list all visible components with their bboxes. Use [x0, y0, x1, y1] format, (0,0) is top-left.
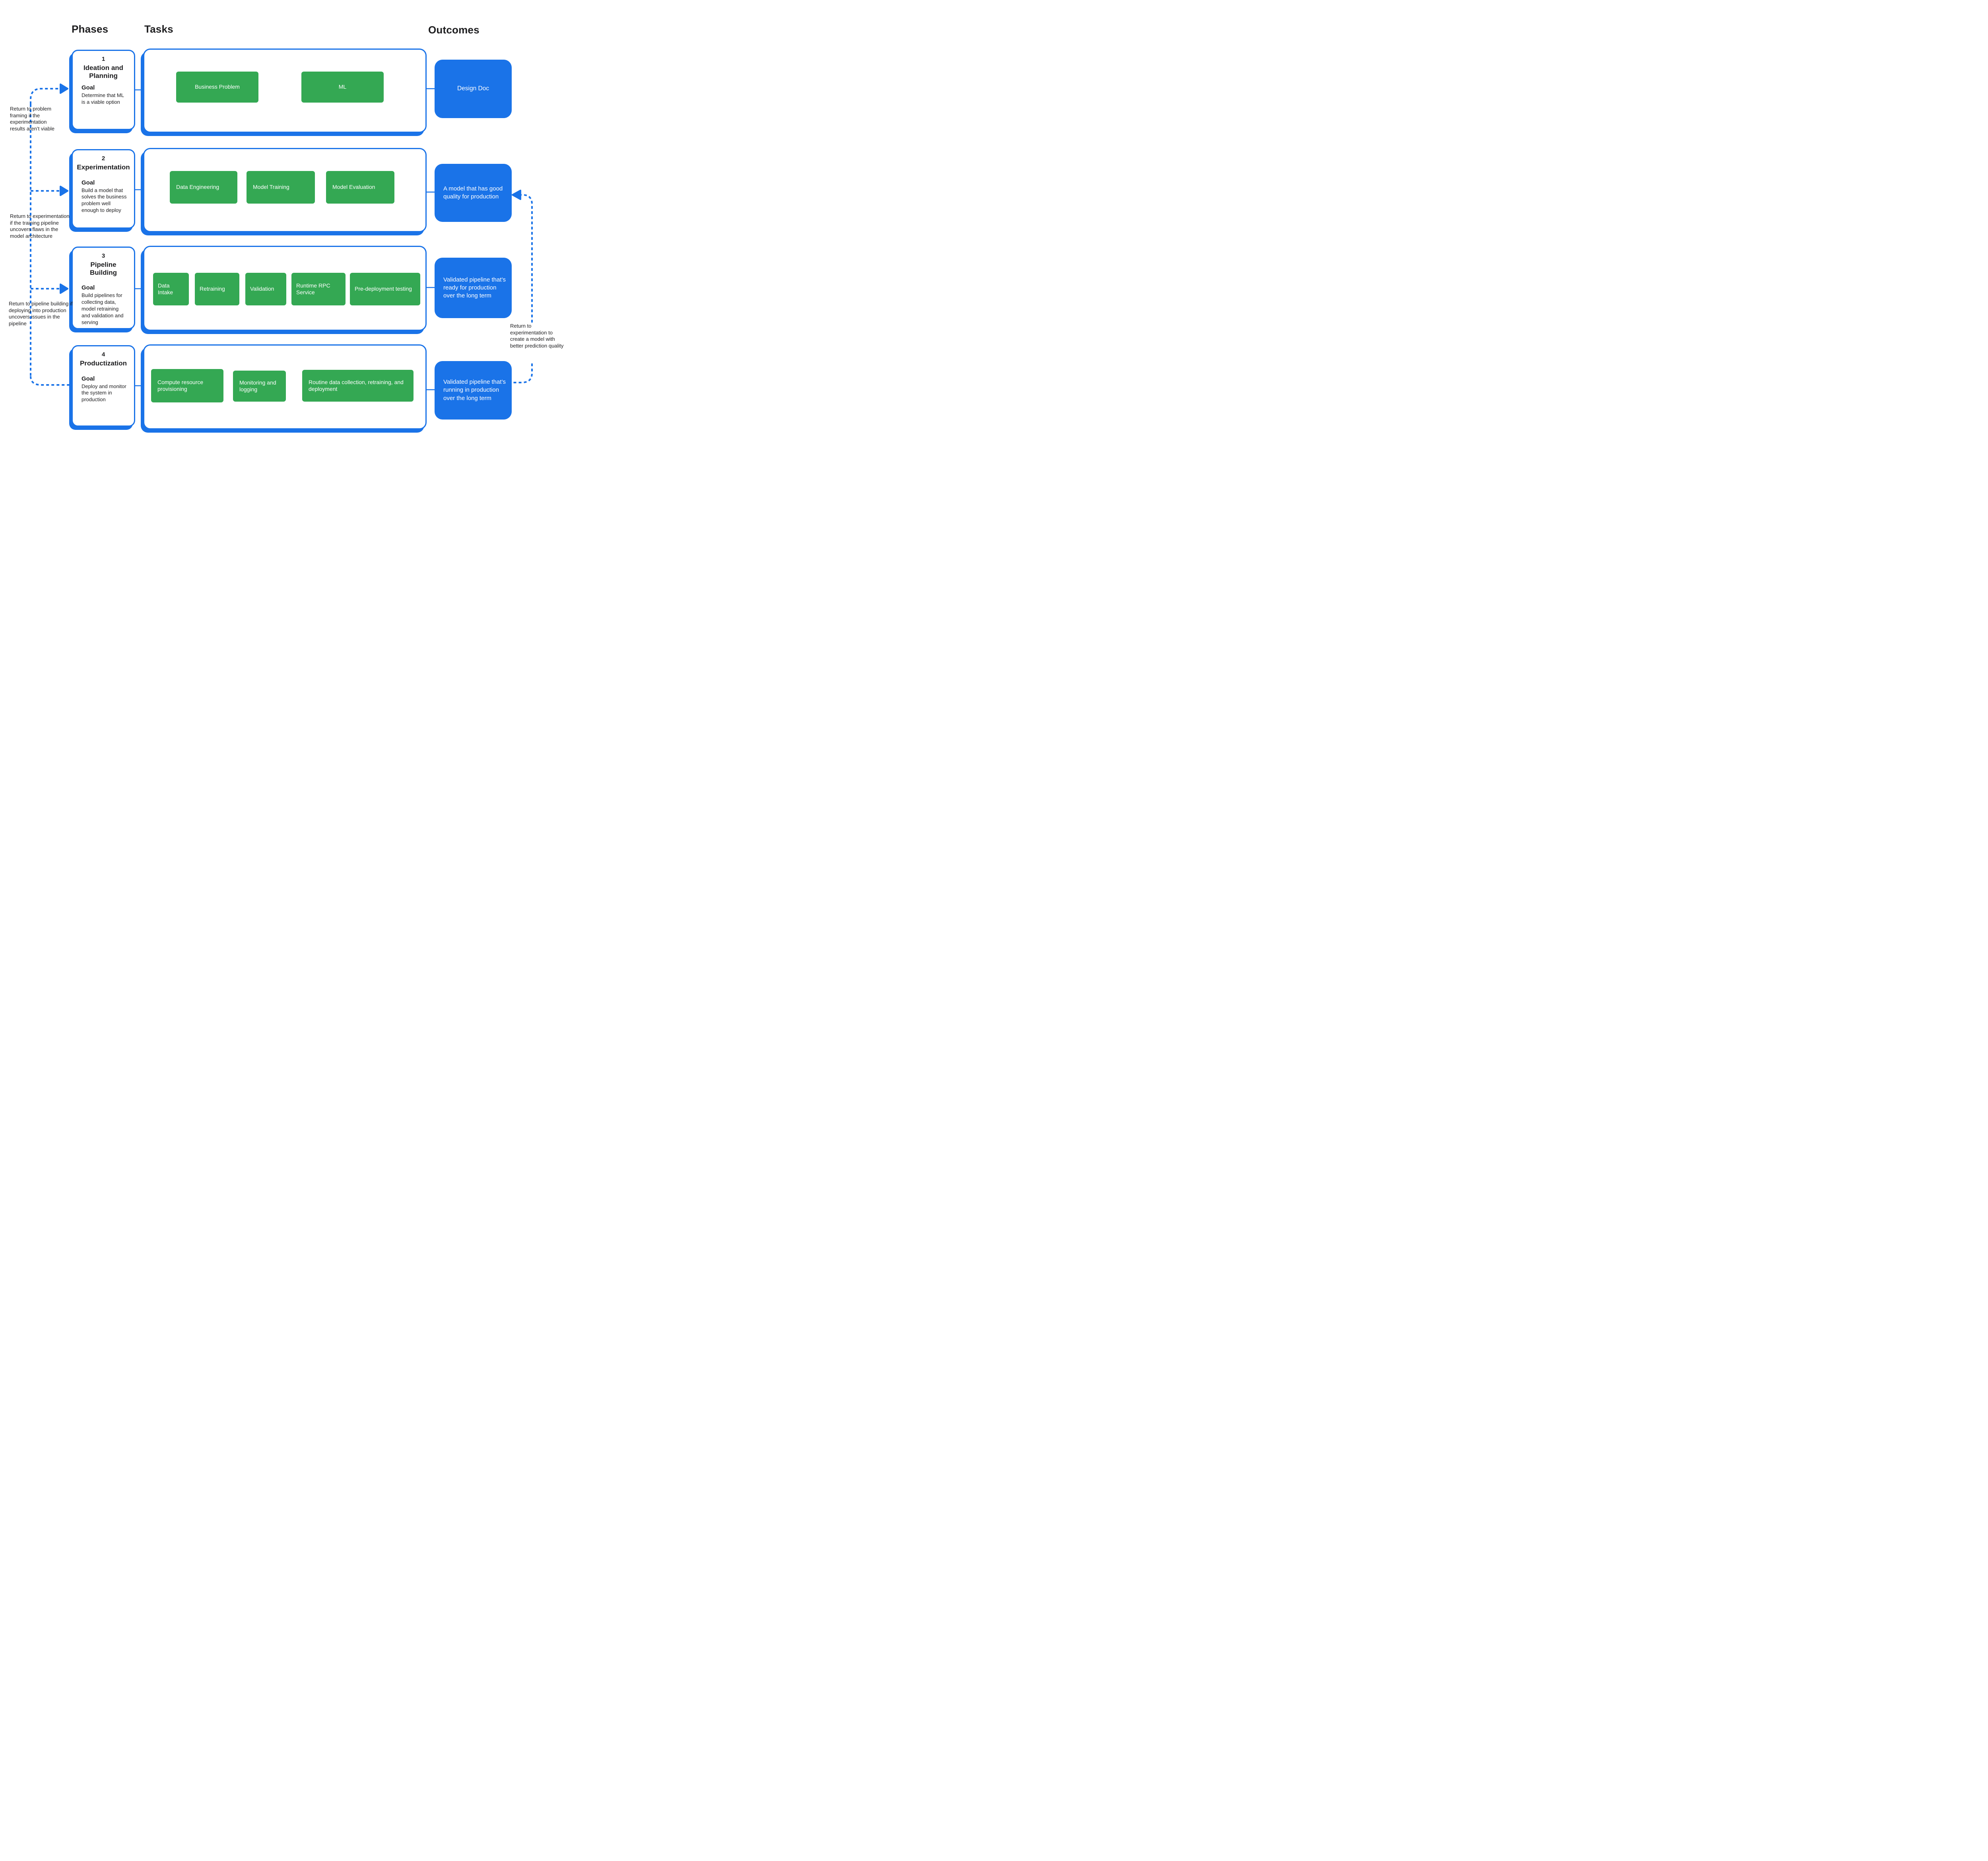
goal-text: Build a model that solves the business p…	[82, 187, 127, 214]
phase-number: 4	[101, 351, 105, 358]
phase-title: Pipeline Building	[90, 261, 117, 276]
outcome-validated-pipeline-running: Validated pipeline that’s running in pro…	[435, 361, 512, 420]
task-retraining: Retraining	[195, 273, 239, 305]
goal-label: Goal	[82, 375, 95, 382]
goal-text: Determine that ML is a viable option	[82, 92, 124, 105]
return-arrow-outcome2-icon	[512, 190, 521, 200]
phase-card-ideation: 1 Ideation and Planning Goal Determine t…	[72, 50, 135, 130]
phase-number: 3	[101, 253, 105, 259]
task-ml: ML	[301, 72, 384, 103]
tasks-column-header: Tasks	[144, 23, 173, 35]
task-compute-resource-provisioning: Compute resource provisioning	[151, 369, 223, 402]
return-arrow-phase1-icon	[60, 84, 68, 94]
return-path-to-outcome2	[519, 194, 533, 326]
phase-number: 2	[101, 155, 105, 162]
return-arrow-phase3-icon	[60, 284, 68, 294]
task-data-intake: Data Intake	[153, 273, 189, 305]
task-model-evaluation: Model Evaluation	[326, 171, 394, 204]
goal-label: Goal	[82, 179, 95, 186]
return-note-better-prediction: Return to experimentation to create a mo…	[510, 323, 564, 350]
return-path-to-phase1	[30, 88, 60, 104]
goal-label: Goal	[82, 284, 95, 291]
phase-card-productization: 4 Productization Goal Deploy and monitor…	[72, 345, 135, 427]
phase-title: Experimentation	[77, 163, 130, 171]
task-pre-deployment-testing: Pre-deployment testing	[350, 273, 420, 305]
task-monitoring-and-logging: Monitoring and logging	[233, 371, 286, 402]
task-validation: Validation	[245, 273, 286, 305]
phases-column-header: Phases	[72, 23, 109, 35]
mlops-phases-diagram: Phases Tasks Outcomes 1 Ideation and Pla…	[0, 0, 564, 465]
phase-card-experimentation: 2 Experimentation Goal Build a model tha…	[72, 149, 135, 229]
return-note-pipeline-building: Return to pipeline building if deploying…	[9, 301, 73, 326]
task-runtime-rpc-service: Runtime RPC Service	[291, 273, 346, 305]
phase-title: Ideation and Planning	[83, 64, 124, 80]
outcome-validated-pipeline-ready: Validated pipeline that’s ready for prod…	[435, 258, 512, 318]
outcomes-column-header: Outcomes	[428, 24, 480, 36]
phase-number: 1	[101, 56, 105, 62]
return-note-problem-framing: Return to problem framing if the experim…	[10, 106, 54, 132]
task-routine-data-collection: Routine data collection, retraining, and…	[302, 370, 414, 402]
phase-title: Productization	[80, 359, 127, 367]
goal-block: Goal Determine that ML is a viable optio…	[78, 84, 128, 106]
goal-text: Build pipelines for collecting data, mod…	[82, 292, 124, 325]
outcome-design-doc: Design Doc	[435, 60, 512, 118]
goal-text: Deploy and monitor the system in product…	[82, 383, 126, 403]
task-business-problem: Business Problem	[176, 72, 258, 103]
goal-label: Goal	[82, 84, 95, 91]
goal-block: Goal Build pipelines for collecting data…	[78, 284, 128, 326]
return-path-from-phase4	[30, 376, 71, 386]
task-model-training: Model Training	[247, 171, 315, 204]
goal-block: Goal Build a model that solves the busin…	[78, 179, 128, 214]
outcome-good-quality-model: A model that has good quality for produc…	[435, 164, 512, 222]
task-data-engineering: Data Engineering	[170, 171, 237, 204]
return-note-experimentation: Return to experimentation if the trainin…	[10, 213, 70, 239]
goal-block: Goal Deploy and monitor the system in pr…	[78, 375, 128, 404]
return-arrow-phase2-icon	[60, 186, 68, 196]
phase-card-pipeline-building: 3 Pipeline Building Goal Build pipelines…	[72, 247, 135, 329]
return-path-from-outcome4	[511, 363, 533, 383]
